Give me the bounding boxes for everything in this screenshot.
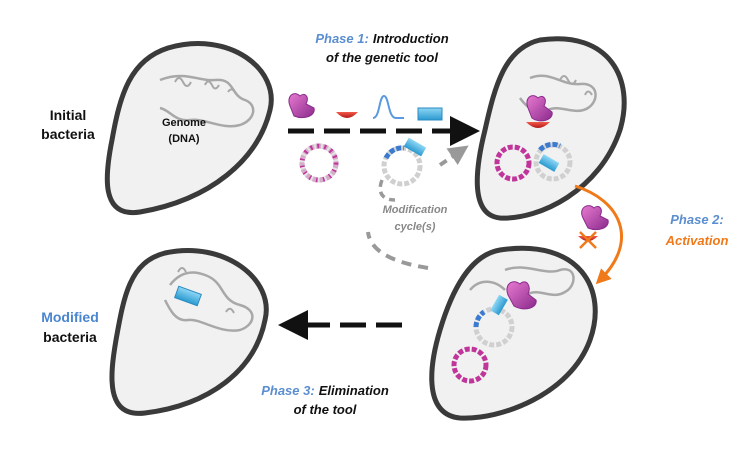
protein-effector-icon <box>288 93 315 119</box>
cycle-arrow-up <box>438 145 469 167</box>
bacterium-phase1 <box>474 36 627 221</box>
initial-label-line1: Initial <box>50 107 87 123</box>
phase2-arrow <box>574 184 624 285</box>
plasmid-template-ring-icon <box>381 137 427 187</box>
phase2-subtitle: Activation <box>665 233 729 248</box>
phase3-title: Phase 3:Elimination <box>261 383 389 398</box>
modified-label-line1: Modified <box>41 309 99 325</box>
initial-label-line2: bacteria <box>41 126 95 142</box>
phase1-subtitle: of the genetic tool <box>326 50 438 65</box>
inserted-dna-icon <box>174 285 202 307</box>
phase2-title: Phase 2: <box>670 212 723 227</box>
genome-label-line1: Genome <box>162 117 206 129</box>
dna-template-peak-icon <box>372 94 404 119</box>
cycle-arrow-curve <box>366 231 429 270</box>
x-mark-icon <box>578 231 598 249</box>
modified-label-line2: bacteria <box>43 329 97 345</box>
dna-strand <box>159 74 255 128</box>
phase1-title: Phase 1:Introduction <box>315 31 448 46</box>
cycle-label-line1: Modification <box>383 204 448 216</box>
cycle-label-line2: cycle(s) <box>395 221 436 233</box>
bacterium-initial <box>104 41 274 215</box>
activation-effector-icon <box>581 205 609 231</box>
bacterium-phase2 <box>429 245 598 421</box>
genome-label-line2: (DNA) <box>168 133 199 145</box>
bacterium-modified <box>109 248 269 416</box>
phase3-subtitle: of the tool <box>294 402 357 417</box>
guide-rna-icon <box>336 112 358 118</box>
plasmid-ring-icon <box>299 143 339 183</box>
dna-template-icon <box>417 107 443 121</box>
